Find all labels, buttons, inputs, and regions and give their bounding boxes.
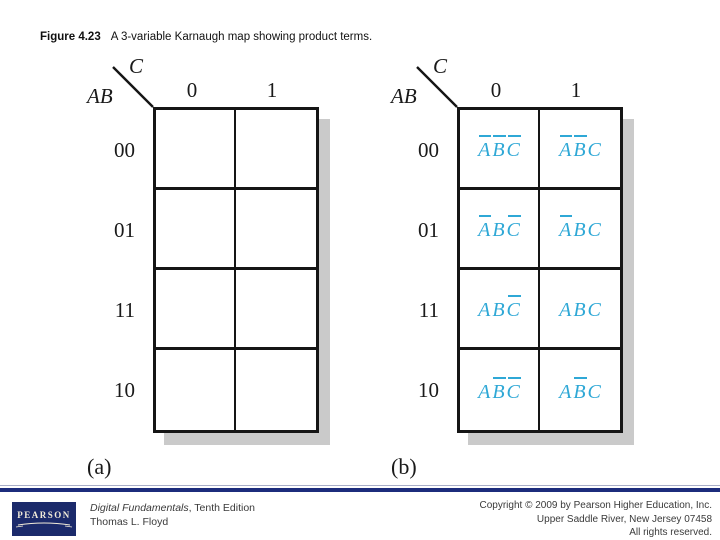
row-label-10: 10 (418, 378, 439, 402)
row-label-01: 01 (114, 218, 135, 242)
col-label-1: 1 (570, 78, 582, 102)
book-credit: Digital Fundamentals, Tenth Edition Thom… (90, 501, 255, 529)
row-label-11: 11 (114, 298, 135, 322)
kmap-cell-01-1 (236, 190, 316, 270)
pearson-swoosh-icon (15, 522, 73, 528)
row-label-01: 01 (418, 218, 439, 242)
subfigure-label-b: (b) (391, 454, 417, 479)
row-label-10: 10 (114, 378, 135, 402)
kmap-cell-11-0 (156, 270, 236, 350)
kmap-cell-11-1 (236, 270, 316, 350)
pearson-logo-text: PEARSON (17, 510, 71, 520)
copyright-line: Upper Saddle River, New Jersey 07458 (536, 513, 712, 525)
figure-number: Figure 4.23 (40, 31, 101, 43)
subfigure-label-a: (a) (87, 454, 112, 479)
kmap-cell-00-0 (156, 110, 236, 190)
copyright-line: Copyright © 2009 by Pearson Higher Educa… (479, 500, 713, 511)
kmap-cell-01-0 (156, 190, 236, 270)
diagonal-line (112, 66, 154, 108)
row-label-11: 11 (418, 298, 439, 322)
row-label-00: 00 (114, 138, 135, 162)
kmap-cell-10-0 (156, 350, 236, 430)
col-label-0: 0 (186, 78, 198, 102)
col-label-1: 1 (266, 78, 278, 102)
pearson-logo: PEARSON (12, 502, 76, 536)
axis-label-c: C (129, 54, 144, 78)
kmap-cell-10-1 (236, 350, 316, 430)
copyright-block: Copyright © 2009 by Pearson Higher Educa… (480, 499, 713, 540)
copyright-line: All rights reserved. (629, 527, 712, 538)
axis-label-c: C (433, 54, 448, 78)
kmap-cell-00-1 (236, 110, 316, 190)
footer-divider-thin (0, 485, 720, 486)
karnaugh-map-a: C AB 0 1 00 01 11 10 (a) (85, 52, 345, 497)
book-title-line: Digital Fundamentals, Tenth Edition (90, 501, 255, 515)
axis-label-ab: AB (87, 84, 113, 108)
figure-title: Figure 4.23 A 3-variable Karnaugh map sho… (40, 31, 372, 43)
book-edition: , Tenth Edition (188, 502, 255, 514)
axis-label-ab: AB (391, 84, 417, 108)
kmap-grid-a (153, 107, 319, 433)
book-author: Thomas L. Floyd (90, 516, 169, 528)
footer-divider-navy (0, 488, 720, 492)
figure-caption: A 3-variable Karnaugh map showing produc… (110, 31, 373, 43)
row-label-00: 00 (418, 138, 439, 162)
book-title: Digital Fundamentals (90, 502, 189, 514)
diagonal-line (416, 66, 458, 108)
col-label-0: 0 (490, 78, 502, 102)
